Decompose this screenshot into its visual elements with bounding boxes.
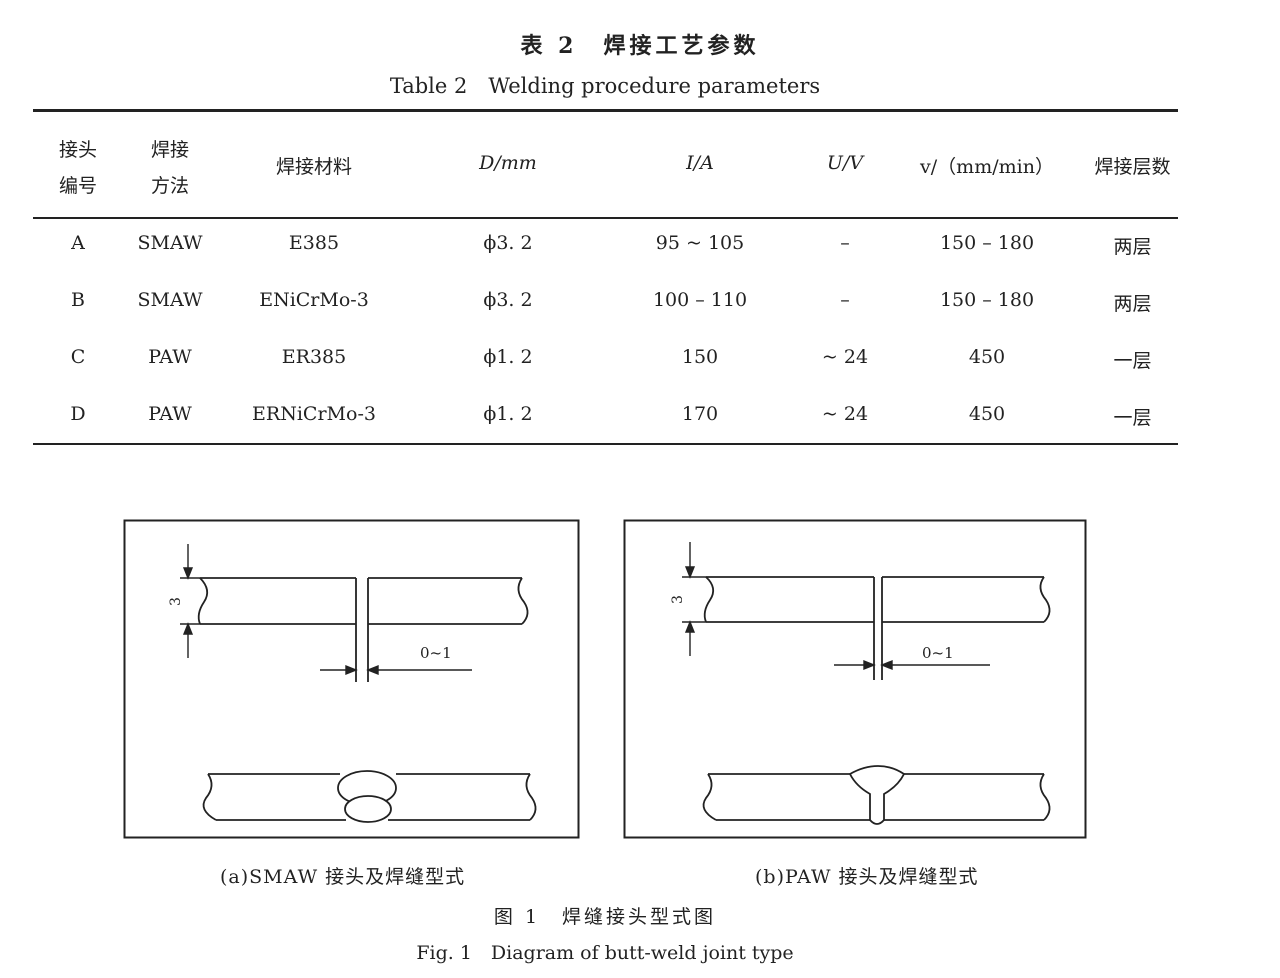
- table-title-en: Table 2 Welding procedure parameters: [389, 74, 821, 98]
- panel-a-border: [123, 519, 580, 839]
- header-joint-no: 接头 编号: [38, 132, 118, 204]
- cell-current: 100 – 110: [652, 289, 748, 311]
- table-header-rule: [33, 217, 1178, 219]
- panel-b-thickness-label: 3: [670, 595, 686, 604]
- header-method: 焊接 方法: [130, 132, 210, 204]
- figure-panel-b: 3 0~1: [623, 519, 1087, 839]
- cell-material: ER385: [281, 346, 347, 368]
- cell-layers: 一层: [1113, 407, 1152, 429]
- header-speed: v/（mm/min）: [920, 156, 1054, 178]
- panel-a-right-plate: [367, 577, 529, 682]
- table-row: A SMAW E385 ϕ3. 2 95 ~ 105 – 150 – 180 两…: [0, 232, 1280, 262]
- table-row: B SMAW ENiCrMo-3 ϕ3. 2 100 – 110 – 150 –…: [0, 289, 1280, 319]
- panel-b-left-plate: [703, 576, 875, 680]
- panel-a-weld-section: [202, 770, 537, 823]
- cell-diameter: ϕ1. 2: [483, 346, 533, 368]
- header-method-line2: 方法: [150, 175, 189, 197]
- cell-speed: 150 – 180: [939, 232, 1035, 254]
- figure-caption-en: Fig. 1 Diagram of butt-weld joint type: [416, 942, 794, 964]
- figure-caption-cn: 图 1 焊缝接头型式图: [493, 906, 717, 928]
- header-layers: 焊接层数: [1094, 156, 1171, 178]
- cell-material: ENiCrMo-3: [259, 289, 369, 311]
- cell-joint: A: [71, 232, 85, 254]
- cell-method: SMAW: [137, 289, 203, 311]
- table-bottom-rule: [33, 443, 1178, 445]
- cell-joint: B: [71, 289, 85, 311]
- table-title-cn: 表 2 焊接工艺参数: [520, 33, 760, 59]
- cell-layers: 两层: [1113, 236, 1152, 258]
- panel-b-weld-section: [702, 765, 1051, 825]
- cell-voltage: ~ 24: [821, 346, 869, 368]
- header-method-line1: 焊接: [150, 139, 189, 161]
- panel-b-thickness-dimension: [682, 542, 706, 656]
- panel-b-weld-keyhole: [848, 765, 906, 825]
- panel-b-gap-label: 0~1: [922, 644, 954, 662]
- cell-voltage: –: [840, 232, 850, 254]
- panel-a-caption: (a)SMAW 接头及焊缝型式: [220, 866, 466, 888]
- header-voltage: U/V: [826, 152, 864, 174]
- cell-joint: D: [70, 403, 86, 425]
- header-material: 焊接材料: [275, 156, 352, 178]
- cell-joint: C: [70, 346, 86, 368]
- panel-a-gap-label: 0~1: [420, 644, 452, 662]
- panel-a-thickness-label: 3: [168, 597, 184, 606]
- table-top-rule: [33, 109, 1178, 112]
- header-current: I/A: [686, 152, 714, 174]
- cell-voltage: ~ 24: [821, 403, 869, 425]
- cell-speed: 150 – 180: [939, 289, 1035, 311]
- header-diameter: D/mm: [479, 152, 537, 174]
- cell-method: SMAW: [137, 232, 203, 254]
- table-row: C PAW ER385 ϕ1. 2 150 ~ 24 450 一层: [0, 346, 1280, 376]
- cell-material: E385: [288, 232, 340, 254]
- panel-a-thickness-dimension: [180, 544, 200, 658]
- cell-diameter: ϕ1. 2: [483, 403, 533, 425]
- panel-a-weld-root-bead: [344, 795, 392, 823]
- cell-method: PAW: [148, 403, 192, 425]
- table-row: D PAW ERNiCrMo-3 ϕ1. 2 170 ~ 24 450 一层: [0, 403, 1280, 433]
- cell-speed: 450: [968, 403, 1006, 425]
- cell-material: ERNiCrMo-3: [252, 403, 376, 425]
- cell-diameter: ϕ3. 2: [483, 289, 533, 311]
- panel-b-gap-dimension: [834, 659, 990, 671]
- cell-current: 170: [681, 403, 719, 425]
- panel-a-left-plate: [197, 577, 357, 682]
- cell-voltage: –: [840, 289, 850, 311]
- cell-speed: 450: [968, 346, 1006, 368]
- cell-layers: 两层: [1113, 293, 1152, 315]
- cell-layers: 一层: [1113, 350, 1152, 372]
- panel-b-right-plate: [881, 576, 1051, 680]
- figure-panel-a: 3 0~1: [123, 519, 580, 839]
- panel-b-caption: (b)PAW 接头及焊缝型式: [755, 866, 979, 888]
- cell-current: 150: [681, 346, 719, 368]
- cell-current: 95 ~ 105: [655, 232, 745, 254]
- panel-a-gap-dimension: [320, 664, 472, 676]
- cell-diameter: ϕ3. 2: [483, 232, 533, 254]
- header-joint-no-line2: 编号: [58, 175, 97, 197]
- cell-method: PAW: [148, 346, 192, 368]
- header-joint-no-line1: 接头: [58, 139, 97, 161]
- panel-b-border: [623, 519, 1087, 839]
